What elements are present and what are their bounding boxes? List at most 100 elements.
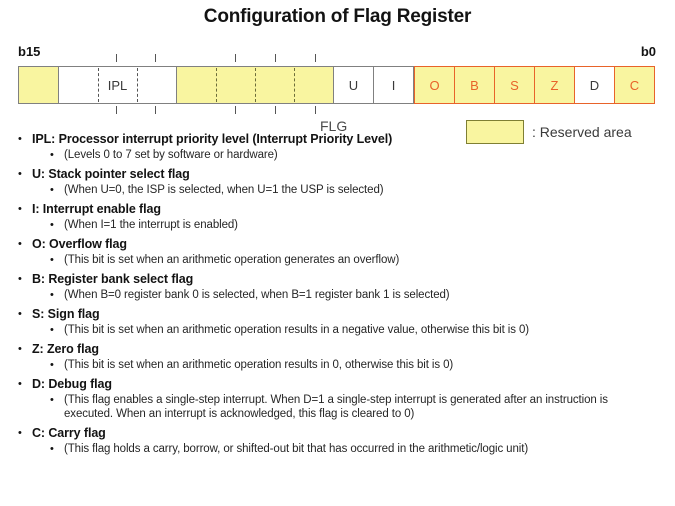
flag-entry-sub: • (Levels 0 to 7 set by software or hardw…	[0, 148, 675, 162]
flag-entry-main: • B: Register bank select flag	[0, 272, 675, 287]
flag-entry-sub: • (This flag holds a carry, borrow, or sh…	[0, 442, 675, 456]
flag-detail: (This bit is set when an arithmetic oper…	[64, 324, 530, 336]
flag-entry: • I: Interrupt enable flag • (When I=1 the …	[0, 202, 675, 232]
flag-label: S: Sign flag	[32, 307, 100, 321]
bit-cell-i: I	[374, 66, 414, 104]
flag-entry-main: • C: Carry flag	[0, 426, 675, 441]
flag-entry: • D: Debug flag • (This flag enables a sing…	[0, 377, 675, 421]
bullet-icon: •	[18, 273, 22, 285]
bullet-icon: •	[50, 394, 54, 406]
flag-label: Z: Zero flag	[32, 342, 99, 356]
flag-entry-main: • O: Overflow flag	[0, 237, 675, 252]
flag-entry: • O: Overflow flag • (This bit is set when …	[0, 237, 675, 267]
bullet-icon: •	[18, 203, 22, 215]
bullet-icon: •	[50, 219, 54, 231]
flag-label: C: Carry flag	[32, 426, 106, 440]
bullet-icon: •	[18, 308, 22, 320]
flag-entry-sub: • (When B=0 register bank 0 is selected, …	[0, 288, 675, 302]
flag-entry-sub: • (When U=0, the ISP is selected, when U=…	[0, 183, 675, 197]
register-bit-bar: IPL U I O B S Z D C	[18, 66, 655, 104]
bullet-icon: •	[50, 149, 54, 161]
tick-mark-top	[234, 54, 236, 62]
bullet-icon: •	[50, 184, 54, 196]
legend-label: : Reserved area	[532, 124, 632, 140]
flag-entry: • B: Register bank select flag • (When B=0 …	[0, 272, 675, 302]
flag-detail: (This flag holds a carry, borrow, or shi…	[64, 443, 529, 455]
bit-cell-d: D	[575, 66, 615, 104]
flag-entry-sub: • (This bit is set when an arithmetic ope…	[0, 323, 675, 337]
flag-description-list: • IPL: Processor interrupt priority level…	[0, 132, 675, 461]
bit-divider	[216, 68, 217, 102]
bit-cell-c: C	[615, 66, 655, 104]
bullet-icon: •	[50, 254, 54, 266]
bullet-icon: •	[18, 378, 22, 390]
bullet-icon: •	[50, 359, 54, 371]
flag-entry-sub: • (This flag enables a single-step interr…	[0, 393, 675, 421]
bit-group-label-ipl: IPL	[107, 77, 128, 93]
flag-entry-main: • S: Sign flag	[0, 307, 675, 322]
flg-caption: FLG	[320, 118, 348, 134]
bit-group-reserved-mid	[177, 66, 334, 104]
flag-detail: (This bit is set when an arithmetic oper…	[64, 254, 400, 266]
tick-mark-top	[115, 54, 117, 62]
legend: : Reserved area	[466, 120, 632, 144]
flag-detail: (When I=1 the interrupt is enabled)	[64, 219, 238, 231]
tick-mark-bottom	[115, 106, 117, 114]
flag-register-diagram: b15 b0 IPL U I O B S	[18, 44, 656, 118]
bullet-icon: •	[18, 427, 22, 439]
bit-cell-b: B	[455, 66, 495, 104]
flag-entry-sub: • (This bit is set when an arithmetic ope…	[0, 253, 675, 267]
flag-entry-main: • U: Stack pointer select flag	[0, 167, 675, 182]
flag-detail: (When B=0 register bank 0 is selected, w…	[64, 289, 450, 301]
bit-cell-b15-reserved	[18, 66, 59, 104]
bit-divider	[97, 68, 99, 102]
flag-entry-main: • I: Interrupt enable flag	[0, 202, 675, 217]
flag-entry: • C: Carry flag • (This flag holds a carry,…	[0, 426, 675, 456]
bit-cell-s: S	[495, 66, 535, 104]
tick-mark-bottom	[314, 106, 316, 114]
page-title: Configuration of Flag Register	[203, 6, 472, 27]
reserved-area-swatch	[466, 120, 524, 144]
flag-detail: (When U=0, the ISP is selected, when U=1…	[64, 184, 384, 196]
bit-divider	[294, 68, 295, 102]
bit-cell-u: U	[334, 66, 374, 104]
flag-entry-main: • Z: Zero flag	[0, 342, 675, 357]
tick-mark-top	[314, 54, 316, 62]
flag-label: O: Overflow flag	[32, 237, 127, 251]
bit-label-b0: b0	[640, 44, 656, 59]
bit-divider	[136, 68, 138, 102]
bit-cell-o: O	[414, 66, 455, 104]
flag-entry-main: • D: Debug flag	[0, 377, 675, 392]
bit-cell-z: Z	[535, 66, 575, 104]
bullet-icon: •	[18, 238, 22, 250]
flag-detail: (Levels 0 to 7 set by software or hardwa…	[64, 149, 278, 161]
flag-label: B: Register bank select flag	[32, 272, 194, 286]
flag-entry-sub: • (This bit is set when an arithmetic ope…	[0, 358, 675, 372]
bullet-icon: •	[18, 168, 22, 180]
tick-mark-bottom	[274, 106, 276, 114]
tick-mark-bottom	[234, 106, 236, 114]
bullet-icon: •	[18, 343, 22, 355]
flag-entry: • U: Stack pointer select flag • (When U=0,…	[0, 167, 675, 197]
bullet-icon: •	[50, 289, 54, 301]
tick-mark-top	[155, 54, 157, 62]
bit-group-ipl: IPL	[59, 66, 177, 104]
bullet-icon: •	[18, 133, 22, 145]
bit-label-b15: b15	[18, 44, 41, 59]
flag-entry-main: • IPL: Processor interrupt priority level…	[0, 132, 675, 147]
tick-mark-bottom	[155, 106, 157, 114]
flag-detail: (This flag enables a single-step interru…	[64, 394, 608, 420]
flag-entry-sub: • (When I=1 the interrupt is enabled)	[0, 218, 675, 232]
bullet-icon: •	[50, 324, 54, 336]
flag-entry: • S: Sign flag • (This bit is set when an a…	[0, 307, 675, 337]
bullet-icon: •	[50, 443, 54, 455]
flag-label: D: Debug flag	[32, 377, 112, 391]
flag-entry: • IPL: Processor interrupt priority level…	[0, 132, 675, 162]
tick-mark-top	[274, 54, 276, 62]
flag-label: U: Stack pointer select flag	[32, 167, 190, 181]
bit-divider	[255, 68, 256, 102]
flag-label: IPL: Processor interrupt priority level …	[32, 132, 393, 146]
flag-label: I: Interrupt enable flag	[32, 202, 161, 216]
flag-entry: • Z: Zero flag • (This bit is set when an a…	[0, 342, 675, 372]
flag-detail: (This bit is set when an arithmetic oper…	[64, 359, 454, 371]
